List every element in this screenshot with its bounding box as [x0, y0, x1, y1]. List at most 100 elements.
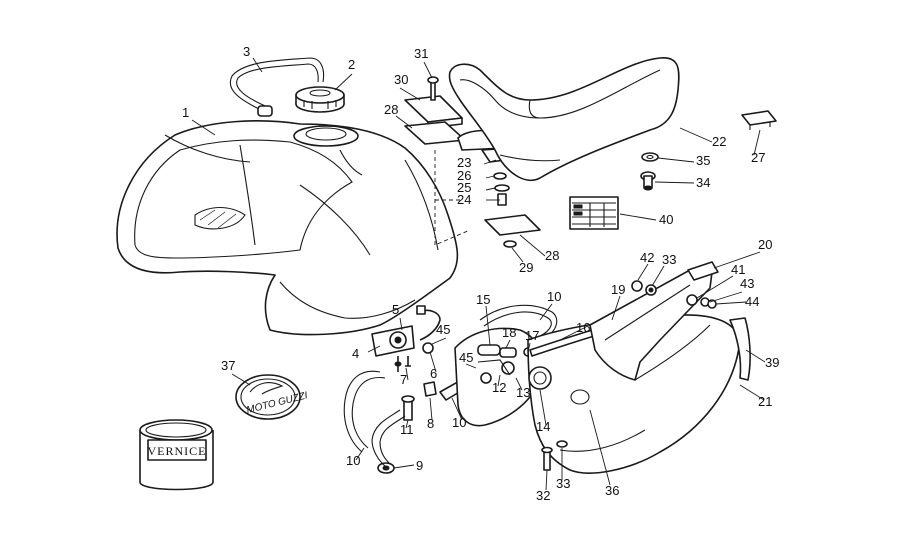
callout-13: 13: [516, 385, 530, 400]
leader-line: [399, 317, 403, 331]
bolt-11: [401, 395, 415, 421]
fuel-hose-left: [343, 370, 406, 467]
fuel-cap: [295, 86, 345, 113]
callout-34: 34: [696, 175, 710, 190]
washer-42: [631, 280, 643, 292]
washer-33-lower: [556, 440, 568, 448]
callout-42: 42: [640, 250, 654, 265]
leader-line: [485, 175, 495, 179]
washer-33-upper: [645, 284, 657, 296]
leader-line: [713, 251, 761, 269]
bracket-27: [741, 110, 777, 130]
callout-leaders: [191, 57, 766, 491]
callout-10b: 10: [452, 415, 466, 430]
leader-line: [465, 363, 477, 369]
leader-line: [451, 397, 463, 421]
leader-line: [252, 57, 263, 73]
decal-40: [569, 196, 619, 230]
leader-line: [367, 345, 381, 353]
callout-1: 1: [182, 105, 189, 120]
callout-26: 26: [457, 168, 471, 183]
leader-line: [709, 291, 743, 303]
leader-line: [739, 384, 765, 401]
leader-line: [519, 234, 546, 257]
leader-line: [483, 159, 497, 165]
callout-29: 29: [519, 260, 533, 275]
leader-line: [745, 349, 766, 363]
callout-31: 31: [414, 46, 428, 61]
leader-line: [191, 119, 216, 136]
callout-33b: 33: [556, 476, 570, 491]
leader-line: [753, 129, 761, 156]
callout-5: 5: [392, 302, 399, 317]
leader-line: [231, 373, 251, 386]
leader-line: [485, 305, 491, 346]
leader-line: [405, 419, 409, 429]
fuel-tank: [116, 120, 459, 336]
leader-line: [429, 351, 437, 373]
callout-24: 24: [457, 192, 471, 207]
callout-28b: 28: [545, 248, 559, 263]
callout-41: 41: [731, 262, 745, 277]
callout-20: 20: [758, 237, 772, 252]
callout-3: 3: [243, 44, 250, 59]
leader-line: [696, 275, 734, 299]
cover-strip-39: [729, 317, 751, 381]
callout-14: 14: [536, 419, 550, 434]
callout-12: 12: [492, 380, 506, 395]
callout-2: 2: [348, 57, 355, 72]
callout-21: 21: [758, 394, 772, 409]
seat: [448, 57, 680, 182]
leader-line: [679, 127, 713, 143]
callout-22: 22: [712, 134, 726, 149]
callout-45b: 45: [459, 350, 473, 365]
leader-line: [559, 327, 585, 341]
vent-hose: [229, 57, 325, 117]
leader-line: [393, 464, 415, 469]
callout-25: 25: [457, 180, 471, 195]
leader-line: [511, 247, 524, 263]
callout-19: 19: [611, 282, 625, 297]
callout-44: 44: [745, 294, 759, 309]
fuel-hose-upper: [479, 304, 558, 339]
callout-11: 11: [400, 422, 414, 437]
callout-43: 43: [740, 276, 754, 291]
leader-line: [423, 61, 433, 79]
leader-line: [399, 87, 421, 101]
fuel-filter-group: [454, 327, 543, 427]
bracket-20: [687, 261, 719, 281]
leader-line: [637, 263, 649, 281]
fuel-tap: [371, 305, 441, 372]
leader-line: [334, 73, 353, 91]
leader-line: [355, 447, 365, 461]
callout-16: 16: [576, 320, 590, 335]
leader-line: [485, 187, 496, 191]
leader-line: [651, 265, 665, 287]
paint-can: VERNICE: [139, 419, 214, 491]
side-panel-19: [589, 269, 713, 381]
callout-40: 40: [659, 212, 673, 227]
callout-6: 6: [430, 366, 437, 381]
screw-32: [541, 446, 553, 471]
leader-line: [515, 377, 523, 391]
leader-line: [405, 367, 409, 381]
leader-line: [395, 115, 413, 129]
spacer-41: [686, 294, 698, 306]
callout-36: 36: [605, 483, 619, 498]
callout-9: 9: [416, 458, 423, 473]
leader-line: [527, 342, 531, 353]
leader-line: [429, 397, 433, 421]
callout-17: 17: [525, 328, 539, 343]
callout-33a: 33: [662, 252, 676, 267]
callout-45a: 45: [436, 322, 450, 337]
rubber-buffer-35: [641, 152, 659, 162]
leader-line: [505, 339, 511, 349]
leader-line: [619, 213, 657, 221]
clamp-9: [377, 462, 395, 474]
callout-30: 30: [394, 72, 408, 87]
leader-line: [539, 389, 547, 426]
paint-can-label: VERNICE: [148, 444, 207, 458]
leader-line: [715, 301, 747, 305]
fitting-8: [423, 381, 437, 397]
